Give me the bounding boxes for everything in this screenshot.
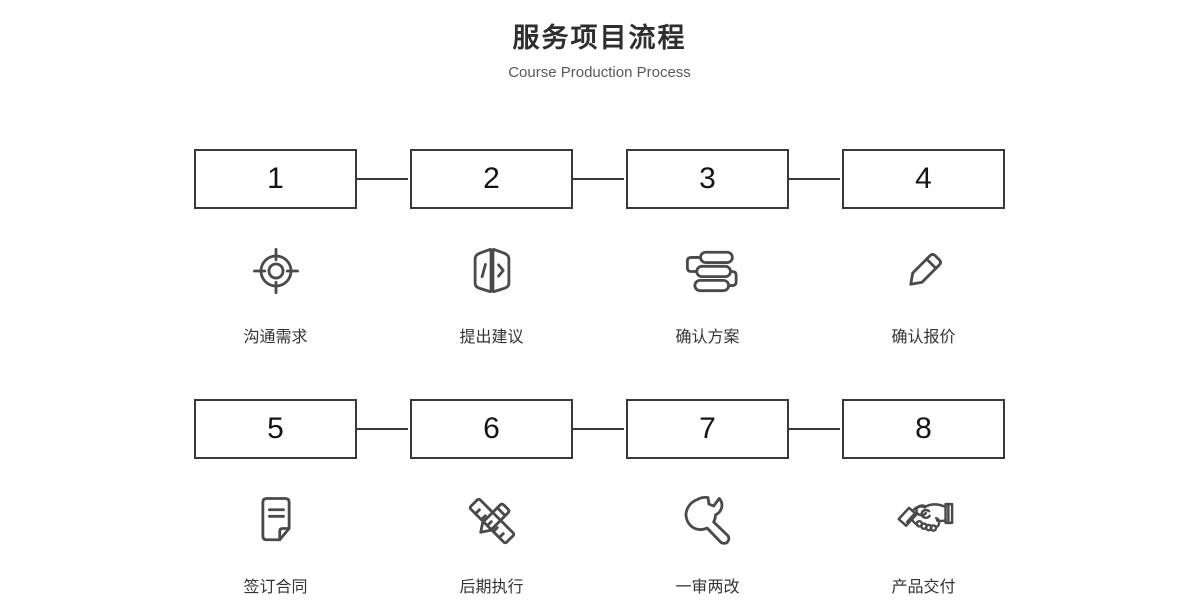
step-labels-row-2: 签订合同 后期执行 一审两改 产品交付 (194, 573, 1005, 597)
step-number: 7 (699, 412, 716, 445)
step-number: 6 (483, 412, 500, 445)
icon-cell (626, 489, 789, 553)
icon-cell (842, 489, 1005, 553)
design-tools-icon (468, 497, 515, 545)
step-number: 3 (699, 162, 716, 195)
step-number: 4 (915, 162, 932, 195)
icon-cell (842, 239, 1005, 303)
step-icons-row-2 (194, 489, 1005, 553)
step-box-1: 1 (194, 149, 408, 209)
icon-cell (410, 489, 573, 553)
connector-line (571, 428, 624, 430)
step-icons-row-1 (194, 239, 1005, 303)
step-label: 提出建议 (459, 329, 524, 346)
step-label: 沟通需求 (243, 329, 308, 346)
step-label: 确认报价 (891, 329, 956, 346)
handshake-icon (896, 502, 953, 532)
target-icon (252, 248, 299, 294)
page-subtitle: Course Production Process (508, 64, 691, 81)
contract-icon (260, 497, 291, 542)
step-boxes-row-1: 1 2 3 4 (194, 149, 1005, 209)
workflow-icon (685, 250, 738, 293)
step-label: 确认方案 (675, 329, 740, 346)
step-box-3: 3 (626, 149, 840, 209)
step-label: 签订合同 (243, 579, 308, 596)
step-number: 5 (267, 412, 284, 445)
step-number: 2 (483, 162, 500, 195)
page-title: 服务项目流程 (512, 23, 687, 53)
brochure-icon (473, 248, 510, 294)
wrench-icon (684, 495, 730, 545)
step-label: 产品交付 (891, 579, 956, 596)
icon-cell (194, 489, 357, 553)
icon-cell (410, 239, 573, 303)
connector-line (571, 178, 624, 180)
process-flow-diagram: 1 2 3 4 (194, 149, 1005, 597)
step-boxes-row-2: 5 6 7 8 (194, 399, 1005, 459)
connector-line (787, 428, 840, 430)
step-label: 一审两改 (675, 579, 740, 596)
pencil-icon (908, 253, 942, 286)
connector-line (787, 178, 840, 180)
step-box-8: 8 (842, 399, 1005, 459)
step-label: 后期执行 (459, 579, 524, 596)
step-box-5: 5 (194, 399, 408, 459)
step-box-2: 2 (410, 149, 624, 209)
step-labels-row-1: 沟通需求 提出建议 确认方案 确认报价 (194, 323, 1005, 347)
step-box-4: 4 (842, 149, 1005, 209)
connector-line (355, 178, 408, 180)
step-number: 8 (915, 412, 932, 445)
connector-line (355, 428, 408, 430)
icon-cell (626, 239, 789, 303)
step-number: 1 (267, 162, 284, 195)
step-box-6: 6 (410, 399, 624, 459)
step-box-7: 7 (626, 399, 840, 459)
icon-cell (194, 239, 357, 303)
